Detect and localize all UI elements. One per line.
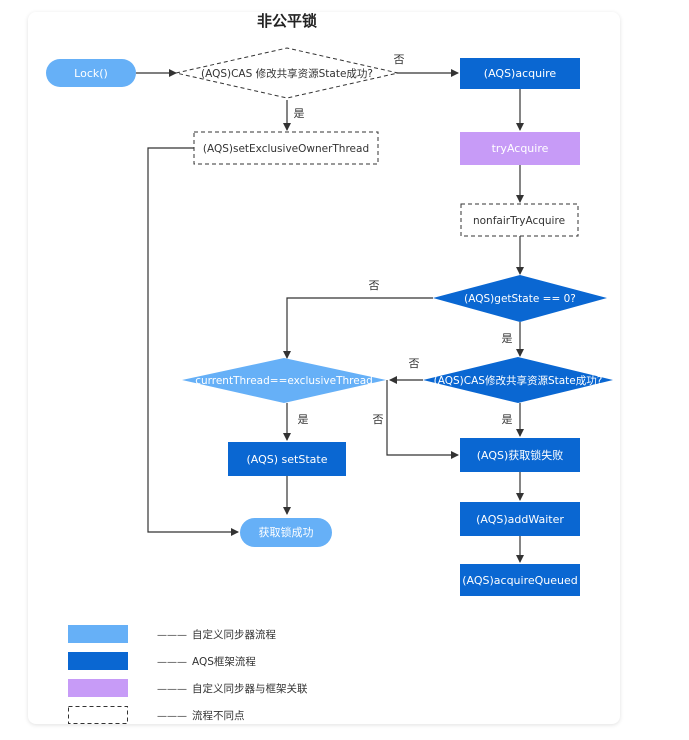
node-lock: Lock()	[46, 59, 136, 87]
legend-item-aqs: ——— AQS框架流程	[68, 652, 256, 670]
node-cas-state-2: (AQS)CAS修改共享资源State成功?	[423, 357, 613, 403]
node-add-waiter-label: (AQS)addWaiter	[476, 513, 564, 526]
node-acquire-queued-label: (AQS)acquireQueued	[462, 574, 578, 587]
edge-current-to-fail	[386, 380, 459, 459]
node-cas-state-1: (AQS)CAS 修改共享资源State成功?	[175, 47, 399, 99]
legend-label-aqs: AQS框架流程	[192, 655, 256, 668]
legend-dash-4: ———	[157, 711, 187, 722]
edge-label-no-current: 否	[373, 413, 384, 426]
node-acquire-fail-label: (AQS)获取锁失败	[477, 448, 564, 462]
node-try-acquire: tryAcquire	[460, 132, 580, 165]
node-add-waiter: (AQS)addWaiter	[460, 502, 580, 536]
diagram-title: 非公平锁	[257, 12, 317, 30]
node-set-state-label: (AQS) setState	[247, 453, 328, 466]
node-acquire-success: 获取锁成功	[240, 518, 332, 547]
node-acquire: (AQS)acquire	[460, 58, 580, 89]
node-nonfair-try-acquire: nonfairTryAcquire	[460, 203, 579, 237]
node-set-state: (AQS) setState	[228, 442, 346, 476]
node-get-state: (AQS)getState == 0?	[433, 275, 607, 322]
edge-label-yes-getstate: 是	[502, 332, 513, 345]
legend-swatch-link	[68, 679, 128, 697]
legend-item-custom-sync: ——— 自定义同步器流程	[68, 625, 276, 643]
node-set-owner: (AQS)setExclusiveOwnerThread	[193, 131, 379, 165]
edge-label-yes-current: 是	[298, 413, 309, 426]
edges	[136, 69, 524, 563]
node-cas-state-1-label: (AQS)CAS 修改共享资源State成功?	[201, 67, 373, 80]
node-acquire-fail: (AQS)获取锁失败	[460, 438, 580, 472]
node-acquire-success-label: 获取锁成功	[259, 525, 314, 539]
node-lock-label: Lock()	[74, 67, 108, 80]
legend-label-link: 自定义同步器与框架关联	[192, 682, 308, 695]
node-get-state-label: (AQS)getState == 0?	[464, 293, 576, 305]
legend-swatch-aqs	[68, 652, 128, 670]
legend-dash-1: ———	[157, 630, 187, 641]
legend-swatch-difference	[68, 706, 128, 724]
node-current-thread: currentThread==exclusiveThread	[182, 358, 386, 403]
legend-swatch-custom-sync	[68, 625, 128, 643]
legend-item-difference: ——— 流程不同点	[68, 706, 245, 724]
edge-label-no-cas2: 否	[409, 357, 420, 370]
legend-label-custom-sync: 自定义同步器流程	[192, 628, 276, 641]
legend-dash-3: ———	[157, 684, 187, 695]
node-current-thread-label: currentThread==exclusiveThread	[195, 375, 373, 387]
legend: ——— 自定义同步器流程 ——— AQS框架流程 ——— 自定义同步器与框架关联…	[68, 625, 308, 724]
legend-label-difference: 流程不同点	[192, 709, 245, 722]
edge-set-owner-to-success	[147, 147, 239, 536]
edge-getstate-to-current	[283, 297, 433, 359]
edge-labels: 否 是 否 是 否 否 是 是	[294, 53, 513, 426]
node-nonfair-try-acquire-label: nonfairTryAcquire	[473, 215, 565, 227]
legend-item-link: ——— 自定义同步器与框架关联	[68, 679, 308, 697]
node-acquire-queued: (AQS)acquireQueued	[460, 564, 580, 596]
node-try-acquire-label: tryAcquire	[492, 142, 549, 155]
edge-label-no-cas1: 否	[394, 53, 405, 66]
edge-label-no-getstate: 否	[369, 279, 380, 292]
edge-label-yes-cas1: 是	[294, 107, 305, 120]
legend-dash-2: ———	[157, 657, 187, 668]
node-set-owner-label: (AQS)setExclusiveOwnerThread	[203, 143, 369, 155]
edge-label-yes-cas2: 是	[502, 413, 513, 426]
node-acquire-label: (AQS)acquire	[484, 67, 557, 80]
node-cas-state-2-label: (AQS)CAS修改共享资源State成功?	[434, 374, 603, 387]
